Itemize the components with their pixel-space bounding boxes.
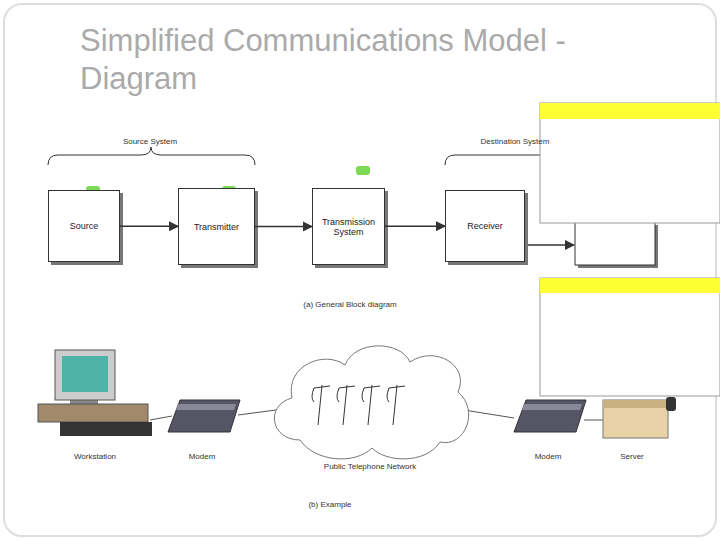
group-brace xyxy=(48,147,255,165)
text-label: Modem xyxy=(535,452,562,461)
wire xyxy=(238,410,276,415)
panel-header xyxy=(540,278,720,293)
text-label: (a) General Block diagram xyxy=(303,300,396,309)
wire xyxy=(584,420,604,421)
overlay-panel xyxy=(540,103,720,223)
modem-top xyxy=(176,404,236,410)
arrow-line xyxy=(526,244,574,246)
text-label: Modem xyxy=(189,452,216,461)
green-tag xyxy=(356,166,370,175)
server-top xyxy=(603,400,668,408)
slide-border xyxy=(4,4,716,536)
wire xyxy=(464,410,514,418)
wire xyxy=(150,416,172,420)
empty-box xyxy=(575,222,655,265)
process-box: Source xyxy=(48,190,120,262)
overlay-panel xyxy=(540,278,720,396)
arrow-connector xyxy=(255,226,312,228)
box-label: Transmitter xyxy=(194,222,239,232)
modem xyxy=(514,400,586,432)
server-part xyxy=(666,397,676,411)
monitor xyxy=(55,350,115,400)
box-label: Source xyxy=(70,221,99,231)
text-label: Server xyxy=(620,452,644,461)
box-label: Receiver xyxy=(467,221,503,231)
process-box: Transmission System xyxy=(312,188,385,265)
arrow-connector xyxy=(385,225,445,227)
modem-top xyxy=(522,404,582,410)
text-label: Public Telephone Network xyxy=(324,462,416,471)
keyboard xyxy=(60,422,152,436)
modem xyxy=(168,400,240,432)
text-label: (b) Example xyxy=(308,500,351,509)
text-label: Source System xyxy=(123,137,177,146)
slide-title: Simplified Communications Model - Diagra… xyxy=(80,22,680,98)
panel-header xyxy=(540,103,720,119)
text-label: Workstation xyxy=(74,452,116,461)
text-label: Destination System xyxy=(481,137,550,146)
box-label: Transmission System xyxy=(315,217,382,237)
computer-base xyxy=(38,404,148,422)
monitor-screen xyxy=(62,356,108,392)
telephone-poles xyxy=(312,385,405,425)
process-box: Receiver xyxy=(445,190,525,262)
server xyxy=(603,400,668,438)
network-cloud xyxy=(274,346,468,459)
arrow-connector xyxy=(120,225,178,227)
process-box: Transmitter xyxy=(178,188,255,265)
